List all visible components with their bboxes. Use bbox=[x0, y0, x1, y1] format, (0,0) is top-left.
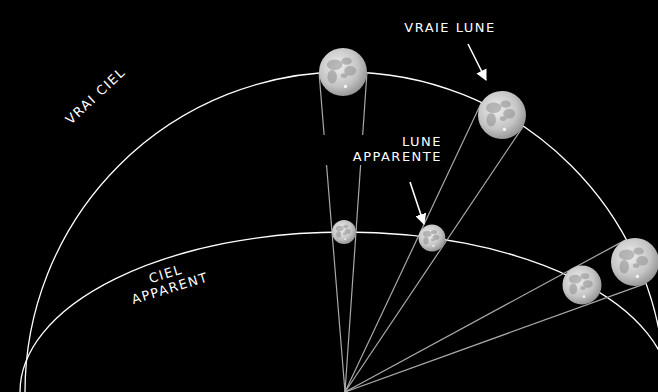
true-sky-label: VRAI CIEL bbox=[62, 63, 131, 129]
true-moon bbox=[611, 238, 658, 286]
true-moon-label: VRAIE LUNE bbox=[402, 21, 498, 36]
apparent-sky-label: CIEL APPARENT bbox=[112, 252, 224, 312]
apparent-moon-label: LUNE APPARENTE bbox=[322, 135, 444, 165]
apparent-moon bbox=[563, 266, 602, 305]
sight-lines bbox=[319, 72, 645, 392]
true-moon bbox=[319, 48, 367, 96]
true-moon bbox=[478, 91, 526, 139]
leader-arrow bbox=[410, 182, 424, 224]
true-sky-arc bbox=[25, 72, 658, 392]
apparent-moon bbox=[419, 225, 446, 252]
apparent-moon bbox=[332, 220, 356, 244]
leader-arrow bbox=[468, 44, 486, 80]
